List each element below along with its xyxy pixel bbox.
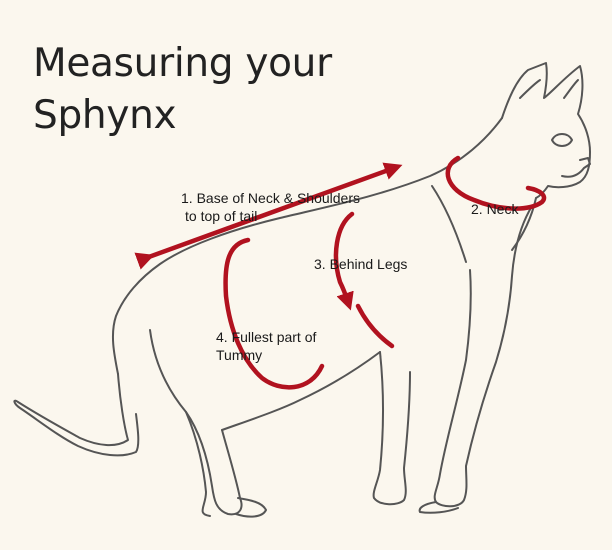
measure-4-tummy [223,237,325,390]
cat-belly [221,351,381,431]
measure-3-behind-legs-lower [355,303,395,349]
title-line-1: Measuring your [33,41,332,86]
measure-3-behind-legs [333,211,355,311]
cat-back-leg-2 [185,411,211,517]
cat-chest [511,197,537,251]
label-measure-1: 1. Base of Neck & Shoulders to top of ta… [181,189,360,225]
cat-eye [551,133,573,147]
measurement-lines [134,155,547,390]
label-measure-2: 2. Neck [471,201,519,217]
measure-1-arrow [134,162,403,270]
label-measure-4-line-1: 4. Fullest part of [216,329,317,345]
cat-outline [13,62,591,518]
cat-front-leg-back [372,351,411,506]
cat-shoulder [431,185,467,263]
cat-front-paw [418,501,459,514]
cat-head-outline [501,62,591,199]
cat-ear-inner [563,79,579,99]
measure-2-neck-loop [445,155,547,211]
label-measure-1-line-2: to top of tail [185,208,258,224]
label-measure-4-line-2: Tummy [216,347,263,363]
label-measure-4: 4. Fullest part of Tummy [216,328,316,364]
cat-back-leg [149,329,243,516]
cat-nose [561,157,591,178]
title-line-2: Sphynx [33,93,177,138]
label-measure-1-line-1: 1. Base of Neck & Shoulders [181,190,360,206]
page-title: Measuring your Sphynx [33,38,332,142]
label-measure-3: 3. Behind Legs [314,256,408,272]
cat-back-paw [235,497,267,518]
cat-tail [13,373,140,457]
cat-ear-inner [519,79,541,99]
cat-front-leg-front [433,205,533,508]
